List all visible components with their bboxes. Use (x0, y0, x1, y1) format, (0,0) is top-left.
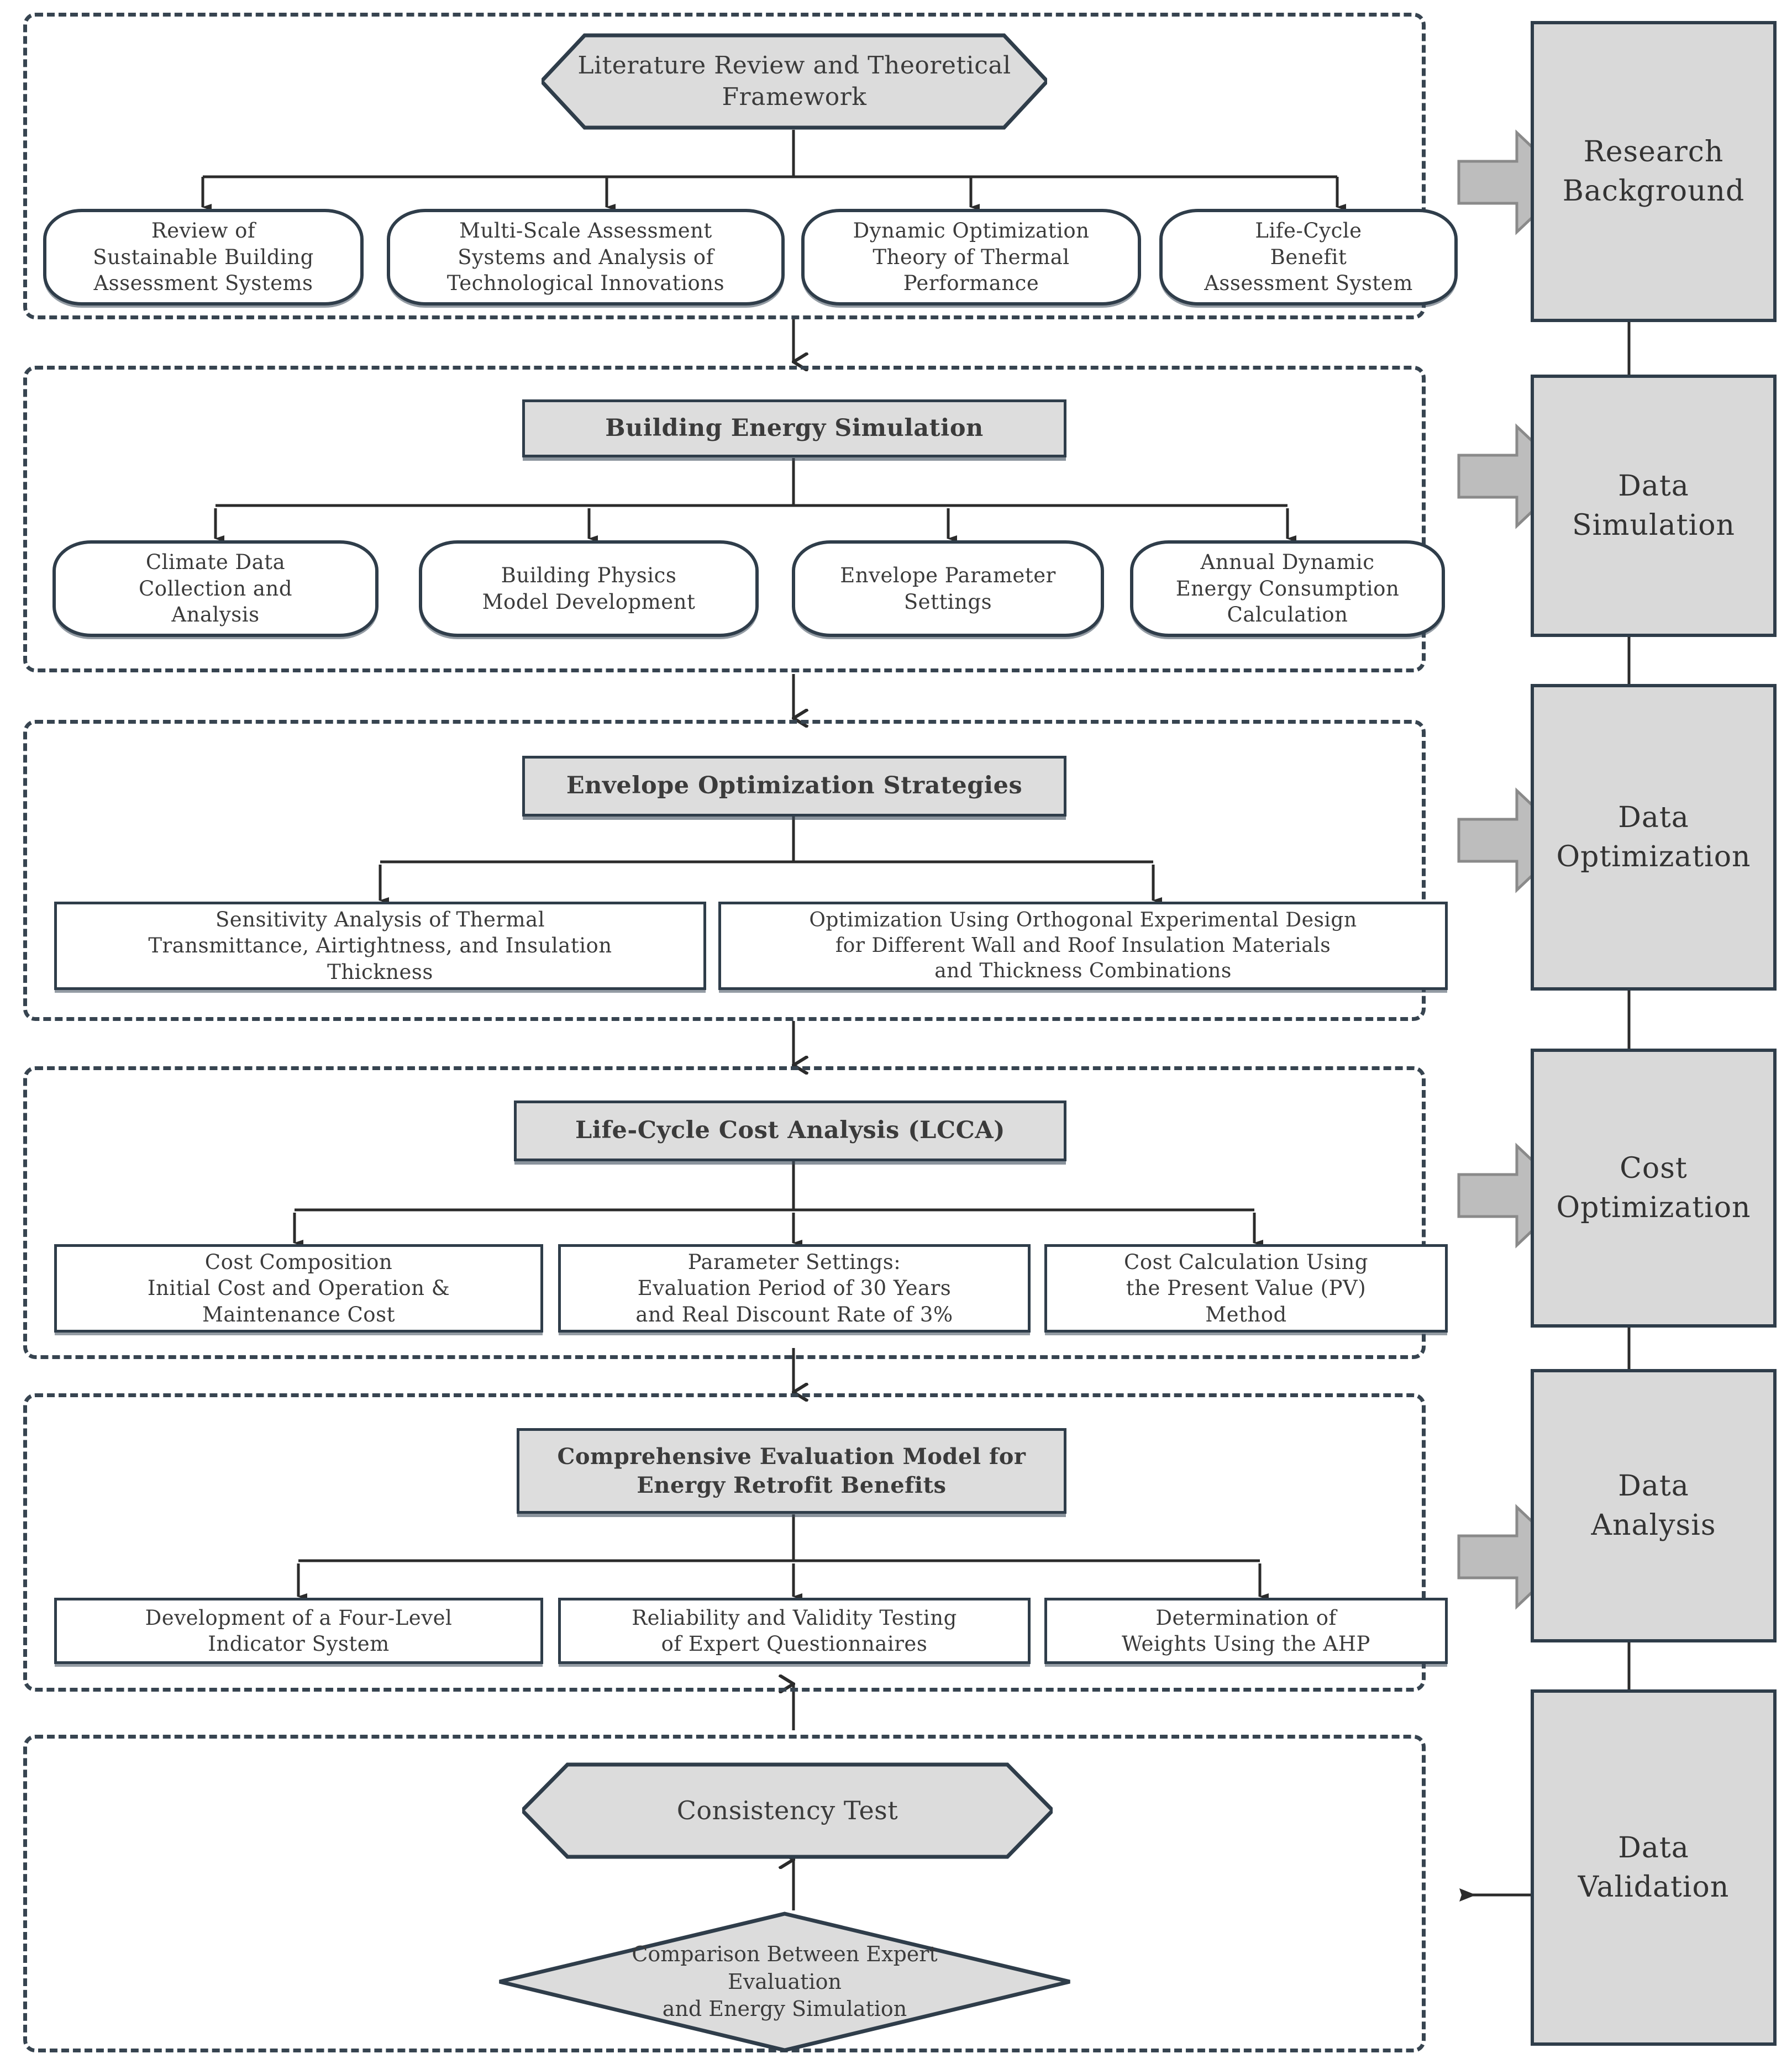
stage-3-header: Envelope Optimization Strategies (522, 756, 1066, 817)
stage-2-child-3: Envelope Parameter Settings (792, 540, 1104, 637)
stage-5-child-2: Reliability and Validity Testing of Expe… (558, 1598, 1031, 1664)
stage-6-header-label: Consistency Test (676, 1796, 898, 1826)
stage-1-header-hexagon: Literature Review and Theoretical Framew… (542, 33, 1047, 130)
stage-1-child-2: Multi-Scale Assessment Systems and Analy… (387, 209, 785, 306)
sidebar-item-research-background[interactable]: Research Background (1531, 21, 1777, 322)
stage-1-child-3: Dynamic Optimization Theory of Thermal P… (801, 209, 1141, 306)
stage-5-child-3: Determination of Weights Using the AHP (1044, 1598, 1448, 1664)
stage-2-child-2: Building Physics Model Development (419, 540, 759, 637)
stage-2-header: Building Energy Simulation (522, 399, 1066, 457)
sidebar-item-data-optimization[interactable]: Data Optimization (1531, 684, 1777, 991)
stage-6-child-label: Comparison Between Expert Evaluation and… (632, 1942, 938, 2021)
stage-4-child-2: Parameter Settings: Evaluation Period of… (558, 1244, 1031, 1333)
stage-container-3 (23, 720, 1426, 1021)
stage-6-header-hexagon: Consistency Test (522, 1762, 1053, 1859)
stage-1-child-1: Review of Sustainable Building Assessmen… (43, 209, 364, 306)
stage-container-4 (23, 1066, 1426, 1359)
stage-4-header: Life-Cycle Cost Analysis (LCCA) (514, 1101, 1066, 1161)
sidebar-item-data-validation[interactable]: Data Validation (1531, 1689, 1777, 2046)
stage-2-child-4: Annual Dynamic Energy Consumption Calcul… (1130, 540, 1445, 637)
stage-2-child-1: Climate Data Collection and Analysis (52, 540, 379, 637)
stage-5-child-1: Development of a Four-Level Indicator Sy… (54, 1598, 543, 1664)
stage-1-header-label: Literature Review and Theoretical Framew… (577, 51, 1011, 111)
stage-container-1 (23, 13, 1426, 319)
stage-container-5 (23, 1393, 1426, 1692)
stage-4-child-1: Cost Composition Initial Cost and Operat… (54, 1244, 543, 1333)
stage-3-child-2: Optimization Using Orthogonal Experiment… (718, 902, 1448, 990)
stage-container-6 (23, 1735, 1426, 2052)
sidebar-item-cost-optimization[interactable]: Cost Optimization (1531, 1049, 1777, 1328)
stage-4-child-3: Cost Calculation Using the Present Value… (1044, 1244, 1448, 1333)
sidebar-item-data-analysis[interactable]: Data Analysis (1531, 1369, 1777, 1642)
stage-3-child-1: Sensitivity Analysis of Thermal Transmit… (54, 902, 706, 990)
stage-container-2 (23, 366, 1426, 672)
stage-5-header: Comprehensive Evaluation Model for Energ… (517, 1428, 1066, 1514)
stage-6-child-diamond: Comparison Between Expert Evaluation and… (497, 1912, 1072, 2052)
stage-1-child-4: Life-Cycle Benefit Assessment System (1159, 209, 1458, 306)
sidebar-item-data-simulation[interactable]: Data Simulation (1531, 375, 1777, 637)
